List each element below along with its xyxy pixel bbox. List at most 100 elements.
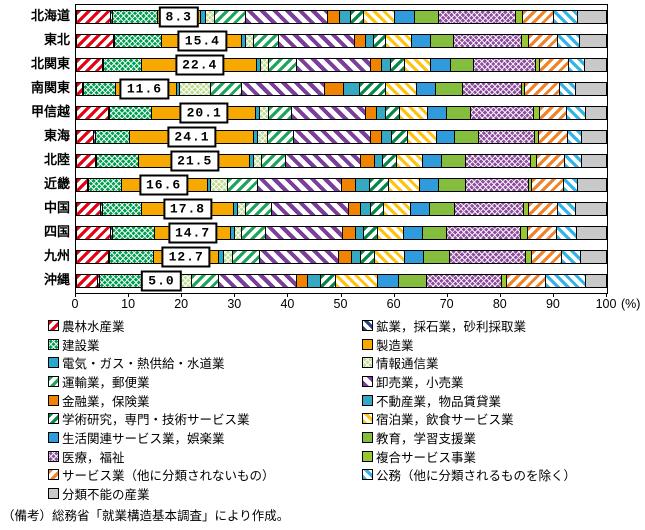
bar-segment bbox=[320, 275, 336, 287]
bar-segment bbox=[97, 155, 140, 167]
legend-label: 金融業，保険業 bbox=[62, 394, 150, 409]
bar-segment bbox=[94, 131, 96, 143]
bar-segment bbox=[540, 59, 569, 71]
bar-segment bbox=[539, 107, 568, 119]
bar-segment bbox=[76, 83, 83, 95]
bar-segment bbox=[355, 227, 365, 239]
bar-segment bbox=[351, 251, 362, 263]
legend-swatch bbox=[362, 469, 373, 481]
bar-segment bbox=[560, 83, 576, 95]
bar-segment bbox=[361, 203, 371, 215]
bar-segment bbox=[454, 35, 522, 47]
bar-segment bbox=[578, 179, 607, 191]
bar-segment bbox=[296, 275, 309, 287]
legend-swatch bbox=[48, 394, 59, 406]
bar-segment bbox=[580, 35, 607, 47]
bar-segment bbox=[211, 83, 242, 95]
bar bbox=[76, 202, 607, 216]
bar-segment bbox=[430, 203, 455, 215]
bar-segment bbox=[581, 251, 607, 263]
bar-segment bbox=[115, 35, 163, 47]
bar-segment bbox=[374, 155, 383, 167]
bar-row: 5.0 bbox=[76, 269, 607, 293]
bar-row: 24.1 bbox=[76, 125, 608, 149]
bar-segment bbox=[76, 131, 95, 143]
bar-segment bbox=[424, 251, 450, 263]
bar-segment bbox=[553, 11, 578, 23]
x-tick-label: 90 bbox=[545, 296, 560, 311]
bar bbox=[76, 274, 607, 288]
bar-segment bbox=[585, 59, 608, 71]
bar bbox=[76, 10, 607, 24]
bar-segment bbox=[364, 227, 378, 239]
legend-label: 生活関連サービス業，娯楽業 bbox=[62, 431, 225, 446]
bar-segment bbox=[527, 227, 557, 239]
legend-swatch bbox=[362, 431, 373, 443]
legend-item: 生活関連サービス業，娯楽業 bbox=[48, 428, 275, 447]
bar-segment bbox=[87, 179, 89, 191]
bar-segment bbox=[351, 11, 365, 23]
region-label: 甲信越 bbox=[30, 104, 70, 119]
x-tick-label: 10 bbox=[121, 296, 136, 311]
bar-segment bbox=[364, 11, 396, 23]
bar-segment bbox=[234, 227, 243, 239]
bar-segment bbox=[76, 275, 99, 287]
bar-segment bbox=[179, 83, 212, 95]
x-tick-mark bbox=[181, 293, 183, 297]
bar-segment bbox=[76, 35, 114, 47]
manufacturing-value-label: 16.6 bbox=[139, 174, 189, 196]
bar-segment bbox=[465, 179, 529, 191]
bar-segment bbox=[528, 35, 559, 47]
bar-segment bbox=[558, 35, 581, 47]
legend-swatch bbox=[362, 450, 373, 462]
bar-segment bbox=[411, 203, 431, 215]
bar-segment bbox=[411, 35, 431, 47]
bar-row: 17.8 bbox=[76, 197, 607, 221]
bar-segment bbox=[577, 11, 607, 23]
bar-segment bbox=[254, 131, 258, 143]
legend-item: 医療，福祉 bbox=[48, 447, 275, 466]
legend-item: 電気・ガス・熱供給・水道業 bbox=[48, 353, 275, 372]
bar-segment bbox=[385, 107, 401, 119]
bar-segment bbox=[233, 203, 238, 215]
legend-label: 電気・ガス・熱供給・水道業 bbox=[62, 357, 225, 372]
bar-segment bbox=[408, 131, 437, 143]
legend-item: 金融業，保険業 bbox=[48, 391, 275, 410]
bar-segment bbox=[374, 35, 387, 47]
legend-swatch bbox=[362, 357, 373, 369]
bar-segment bbox=[246, 35, 254, 47]
manufacturing-value-label: 11.6 bbox=[119, 78, 170, 100]
x-tick-label: 0 bbox=[71, 296, 79, 311]
x-tick-mark bbox=[128, 293, 130, 297]
legend-label: 鉱業，採石業，砂利採取業 bbox=[376, 319, 527, 334]
legend-swatch bbox=[48, 488, 59, 500]
bar-segment bbox=[404, 227, 423, 239]
bar-segment bbox=[565, 155, 583, 167]
bar-segment bbox=[427, 275, 503, 287]
manufacturing-value-label: 24.1 bbox=[167, 126, 217, 148]
manufacturing-value-label: 20.1 bbox=[179, 102, 229, 124]
bar-segment bbox=[279, 35, 355, 47]
x-tick-label: 40 bbox=[280, 296, 295, 311]
region-label: 沖縄 bbox=[43, 272, 70, 287]
x-tick-label: 60 bbox=[386, 296, 401, 311]
legend-swatch bbox=[362, 375, 373, 387]
bar-segment bbox=[356, 179, 371, 191]
bar-segment bbox=[237, 203, 247, 215]
bar-segment bbox=[110, 251, 154, 263]
bar-segment bbox=[436, 131, 455, 143]
bar-segment bbox=[112, 227, 155, 239]
legend-swatch bbox=[362, 394, 373, 406]
bar-segment bbox=[404, 251, 425, 263]
bar-segment bbox=[262, 155, 286, 167]
legend-label: 宿泊業，飲食サービス業 bbox=[376, 413, 514, 428]
bar-segment bbox=[242, 227, 267, 239]
bar-segment bbox=[95, 155, 98, 167]
region-label: 東海 bbox=[43, 128, 70, 143]
bar-segment bbox=[556, 227, 577, 239]
bar bbox=[76, 82, 608, 96]
bar-segment bbox=[82, 83, 84, 95]
x-tick-mark bbox=[499, 293, 501, 297]
bar-segment bbox=[427, 107, 447, 119]
bar-segment bbox=[382, 59, 392, 71]
